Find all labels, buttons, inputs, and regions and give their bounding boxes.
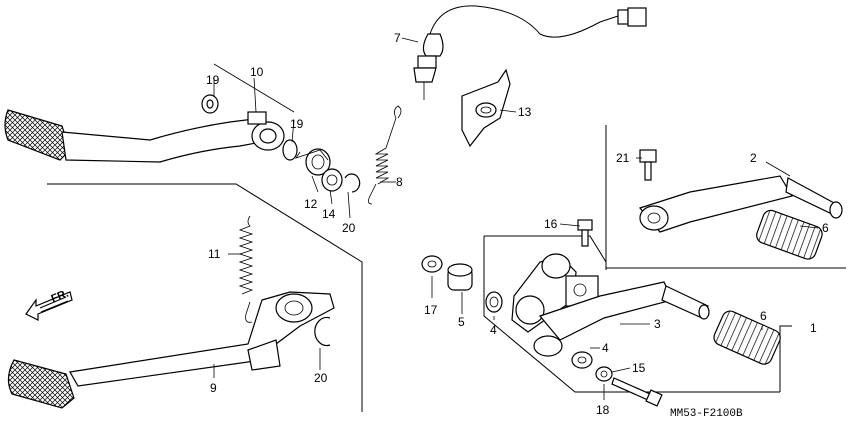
group-divider-lines	[47, 125, 846, 412]
callout-6b: 6	[760, 309, 767, 323]
bolt-16	[577, 219, 593, 247]
callout-1: 1	[810, 321, 817, 335]
callout-16: 16	[544, 217, 558, 231]
return-spring-set	[295, 148, 361, 193]
callout-8: 8	[396, 175, 403, 189]
neutral-switch-cable	[413, 5, 647, 100]
callout-21: 21	[616, 151, 630, 165]
callout-4b: 4	[602, 341, 609, 355]
leader-lines	[213, 37, 819, 400]
callout-4a: 4	[490, 323, 497, 337]
mounting-bracket	[461, 68, 511, 148]
front-direction-indicator: FR.	[25, 288, 73, 321]
callout-19a: 19	[206, 73, 220, 87]
callout-10: 10	[250, 65, 264, 79]
callout-17: 17	[424, 303, 438, 317]
callout-9: 9	[210, 381, 217, 395]
shift-lever-assembly	[4, 94, 298, 163]
bolt-15	[611, 377, 663, 407]
callout-18: 18	[596, 403, 610, 417]
lower-lever-assembly	[7, 215, 335, 409]
callout-12: 12	[304, 197, 318, 211]
callout-2: 2	[750, 151, 757, 165]
shift-spring	[368, 105, 402, 205]
callout-7: 7	[394, 31, 401, 45]
shift-pedal-assembly	[421, 219, 781, 407]
callout-3: 3	[654, 317, 661, 331]
front-label: FR.	[49, 288, 70, 306]
callout-6a: 6	[822, 221, 829, 235]
callout-19b: 19	[290, 117, 304, 131]
shift-pedal-right	[638, 149, 843, 260]
pedal-rubber-upper	[756, 209, 823, 260]
bolt-21	[639, 149, 657, 181]
diagram-code: MM53-F2100B	[670, 408, 743, 420]
callout-13: 13	[518, 105, 532, 119]
callout-15: 15	[632, 361, 646, 375]
callout-14: 14	[322, 207, 336, 221]
callout-labels: 19 10 19 12 14 20 7 8 13 21 2 6 16 11 17…	[206, 31, 829, 420]
callout-5: 5	[458, 315, 465, 329]
callout-11: 11	[208, 247, 221, 261]
callout-20a: 20	[342, 221, 356, 235]
callout-20b: 20	[314, 371, 328, 385]
pedal-rubber-lower	[713, 310, 781, 365]
